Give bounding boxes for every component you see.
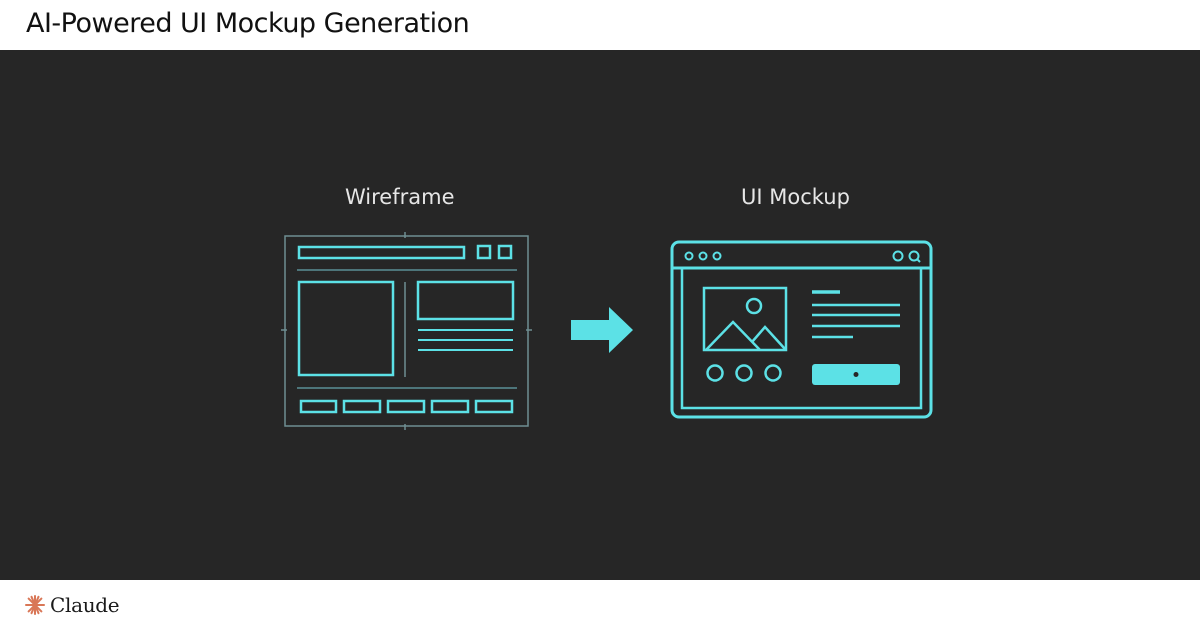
wireframe-icon <box>281 232 532 430</box>
diagram-canvas: Wireframe UI Mockup <box>0 50 1200 580</box>
ui-mockup-icon <box>670 240 933 419</box>
page-title: AI-Powered UI Mockup Generation <box>26 8 470 39</box>
arrow-right-icon <box>571 307 633 353</box>
diagram-art <box>281 232 933 430</box>
header: AI-Powered UI Mockup Generation <box>0 0 1200 50</box>
sparkle-icon <box>25 595 45 615</box>
brand-name: Claude <box>50 593 120 617</box>
footer: Claude <box>0 580 1200 630</box>
wireframe-label: Wireframe <box>345 185 455 209</box>
brand: Claude <box>24 593 120 617</box>
ui-mockup-label: UI Mockup <box>741 185 850 209</box>
